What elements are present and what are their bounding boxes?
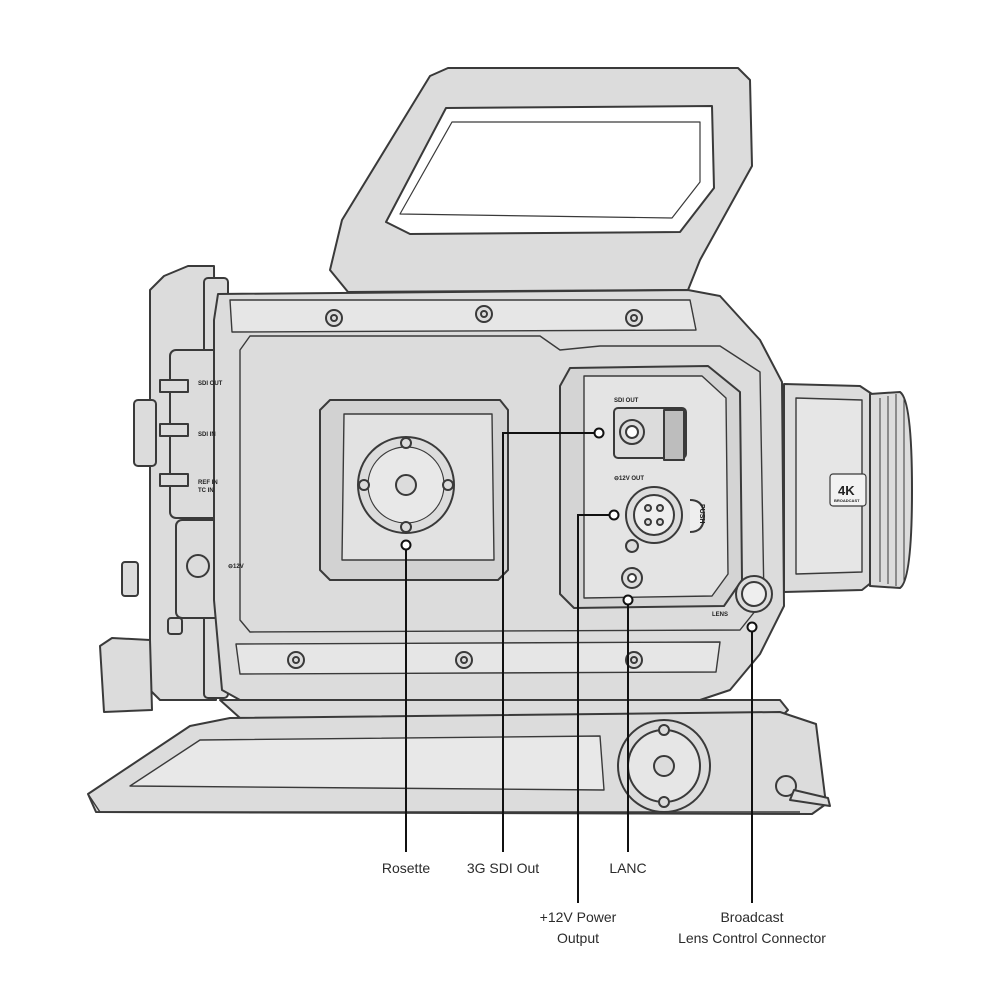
callout-lanc: LANC [588,858,668,879]
lens-mount [783,383,913,593]
leader-sdi [502,432,599,852]
marker-power [608,509,620,521]
side-sdi-out-label: SDI OUT [614,398,639,404]
marker-rosette [400,539,412,551]
callout-12v-output: +12V Power Output [518,907,638,949]
top-handle [329,67,753,293]
rear-sdi-out-label: SDI OUT [198,381,223,387]
callout-12v-output-line-1: +12V Power [539,909,617,925]
leader-power [577,514,614,903]
camera-body [213,289,785,701]
callout-lens-connector-line-2: Lens Control Connector [678,930,826,946]
callout-sdi-out: 3G SDI Out [443,858,563,879]
callout-12v-output-line-2: Output [556,930,600,946]
callout-leaders [405,432,753,903]
rosette-disc [357,436,455,534]
shoulder-mount [87,699,831,815]
badge-4k-text: 4K [838,483,855,498]
marker-lanc [622,594,634,606]
side-12v-out-label: ⊖12V OUT [614,476,644,482]
callout-rosette-line-1: Rosette [381,860,431,876]
callout-lens-connector-line-1: Broadcast [720,909,784,925]
rear-12v-label: ⊖12V [228,564,244,570]
callout-lens-connector: Broadcast Lens Control Connector [652,907,852,949]
rear-ref-in-label: REF IN [198,480,218,486]
lens-label: LENS [712,612,728,618]
panel-text: SDI OUT SDI IN REF IN TC IN ⊖12V SDI OUT… [198,381,860,618]
badge-broadcast-text: BROADCAST [834,498,860,503]
callout-rosette: Rosette [356,858,456,879]
marker-sdi [593,427,605,439]
push-label: PUSH [698,504,705,523]
marker-lens [746,621,758,633]
callout-sdi-out-line-1: 3G SDI Out [466,860,540,876]
rear-tc-in-label: TC IN [198,488,214,494]
rear-sdi-in-label: SDI IN [198,432,216,438]
callout-lanc-line-1: LANC [609,860,647,876]
